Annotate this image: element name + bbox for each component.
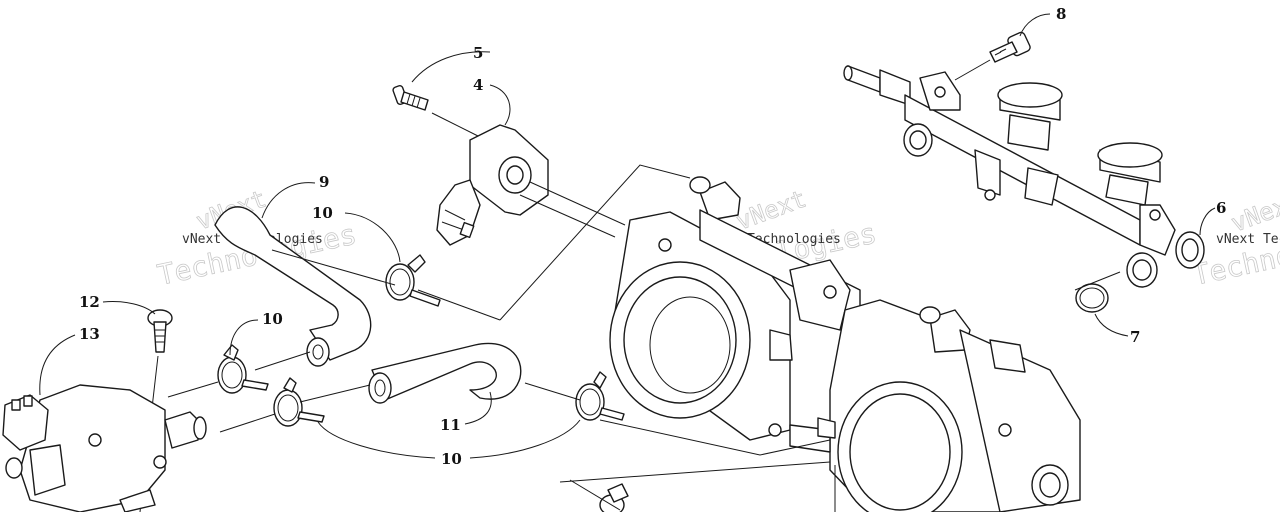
part-11-hose — [368, 342, 522, 404]
part-10-clamp-c — [273, 377, 325, 427]
svg-text:vNext: vNext — [732, 185, 809, 236]
callout-10-a: 10 — [312, 204, 333, 222]
throttle-body-rear — [768, 299, 1081, 512]
part-10-clamp-e — [599, 483, 629, 512]
callout-7: 7 — [1130, 328, 1140, 346]
callout-5: 5 — [473, 44, 483, 62]
svg-text:vNext Technologies: vNext Technologies — [1216, 232, 1280, 247]
callout-11: 11 — [440, 416, 461, 434]
throttle-body-front — [609, 176, 861, 441]
callout-13: 13 — [79, 325, 100, 343]
callout-10-c: 10 — [441, 450, 462, 468]
watermark-right: vNext Technologies vNext Technologies — [1189, 186, 1280, 292]
callout-leaders — [39, 13, 1216, 459]
part-13-idle-valve — [2, 384, 207, 512]
callout-labels: 5 4 8 6 7 9 10 10 11 12 13 10 — [79, 5, 1226, 468]
part-10-clamp-b — [217, 344, 269, 394]
part-10-clamp-d — [575, 371, 625, 421]
svg-text:vNext: vNext — [1227, 187, 1280, 238]
part-10-clamp-a — [385, 254, 441, 307]
part-5-screw — [392, 84, 479, 137]
fuel-rail-assembly — [843, 65, 1205, 288]
part-4-position-sensor — [436, 124, 626, 246]
callout-9: 9 — [319, 173, 329, 191]
part-9-hose — [214, 206, 372, 367]
part-7-o-ring — [1075, 283, 1109, 313]
assembly-lines — [167, 164, 1121, 512]
callout-12: 12 — [79, 293, 100, 311]
callout-8: 8 — [1056, 5, 1066, 23]
part-8-screw — [954, 31, 1031, 81]
callout-4: 4 — [473, 76, 483, 94]
callout-10-b: 10 — [262, 310, 283, 328]
callout-6: 6 — [1216, 199, 1226, 217]
